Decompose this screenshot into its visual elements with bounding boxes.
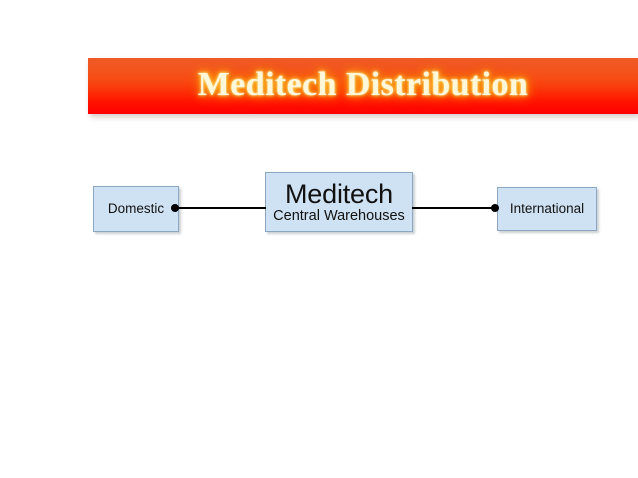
diagram-node-international[interactable]: International <box>497 187 597 231</box>
diagram-node-central-title: Meditech <box>285 178 393 209</box>
diagram-node-domestic[interactable]: Domestic <box>93 186 179 232</box>
diagram-node-central-warehouses[interactable]: Meditech Central Warehouses <box>265 172 413 232</box>
connector-central-to-international <box>412 207 496 209</box>
title-banner: Meditech Distribution <box>88 58 638 117</box>
diagram-node-domestic-label: Domestic <box>107 200 165 216</box>
title-banner-fill: Meditech Distribution <box>88 58 638 114</box>
diagram-node-central-subtitle: Central Warehouses <box>273 208 405 225</box>
connector-domestic-to-central <box>175 207 266 209</box>
connector-endpoint-international <box>491 204 499 212</box>
page-title: Meditech Distribution <box>197 66 529 103</box>
connector-endpoint-domestic <box>171 204 179 212</box>
diagram-node-international-label: International <box>509 200 585 216</box>
